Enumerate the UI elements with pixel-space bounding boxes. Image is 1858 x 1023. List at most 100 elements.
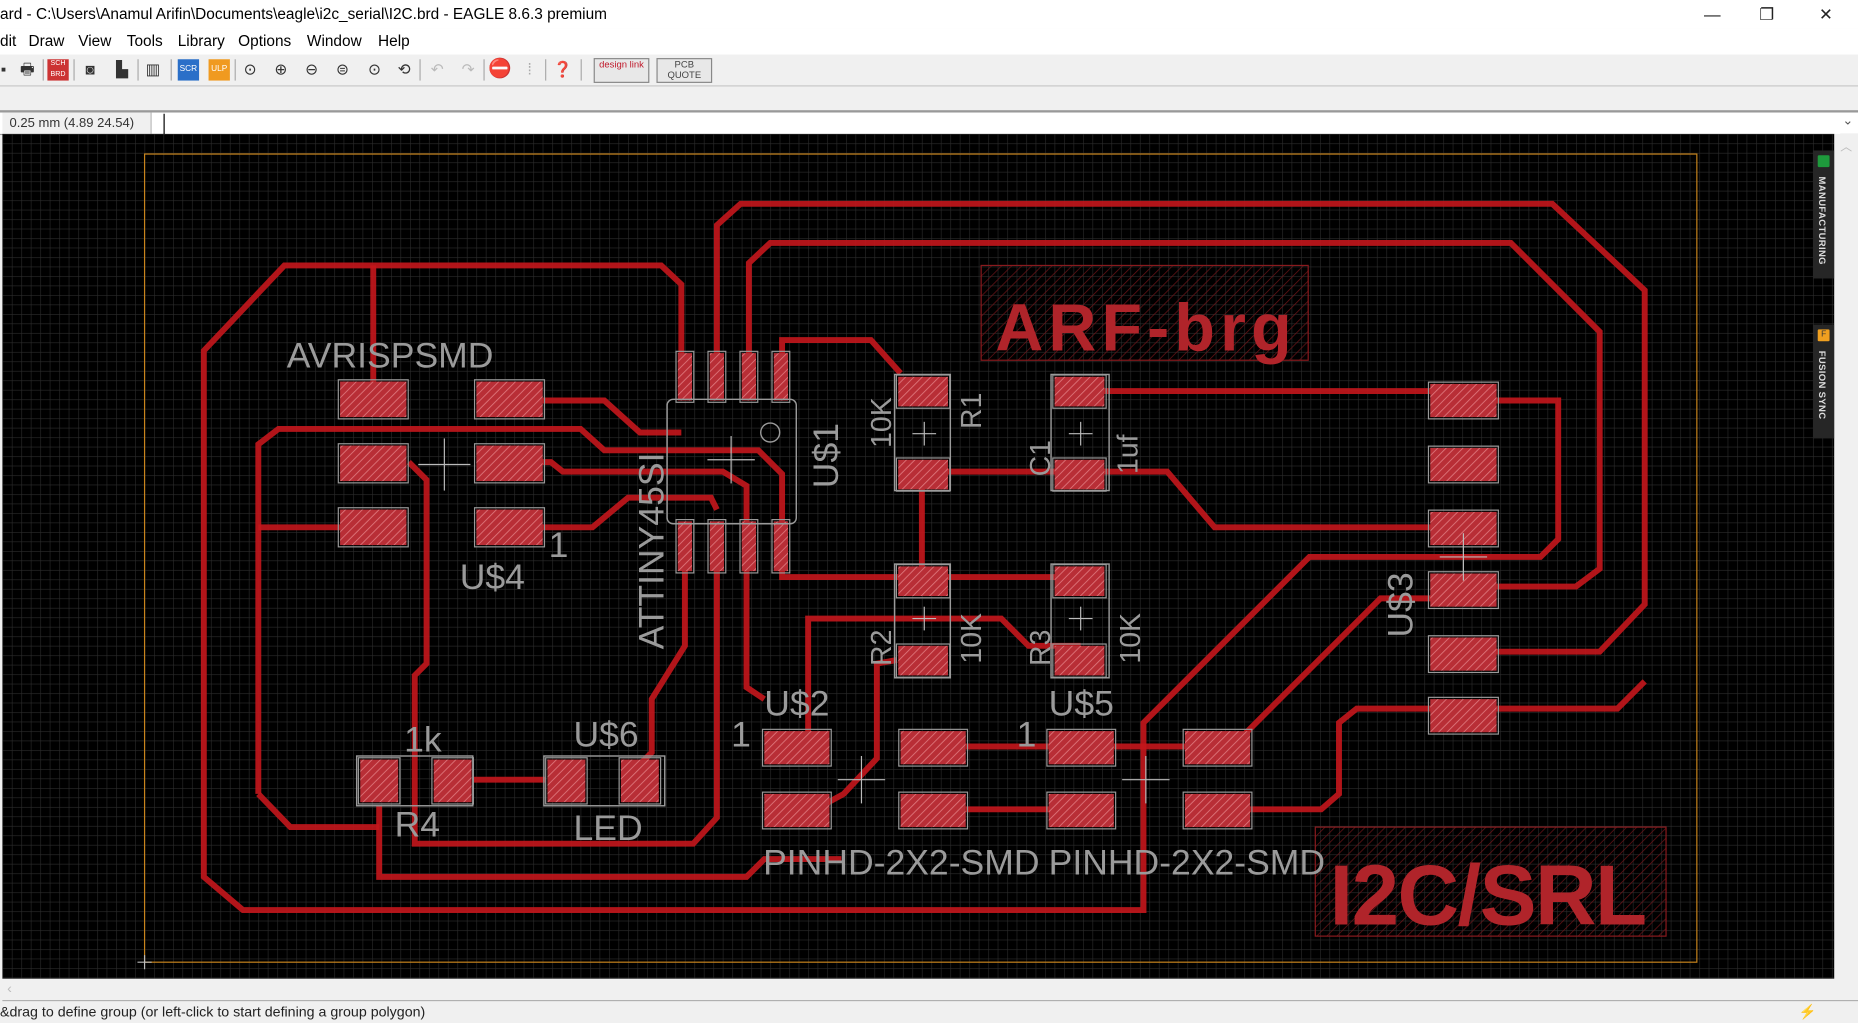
cam-icon[interactable]: ◙: [85, 60, 95, 79]
redo-icon[interactable]: ↷: [461, 60, 475, 79]
trace[interactable]: [779, 337, 903, 376]
trace[interactable]: [406, 460, 720, 847]
header-pad[interactable]: [764, 731, 830, 765]
zoom-fit-icon[interactable]: ⊙: [243, 60, 257, 79]
resistor-pad[interactable]: [1054, 459, 1105, 490]
trace[interactable]: [816, 657, 898, 811]
attiny-pin[interactable]: [773, 521, 788, 572]
menu-edit[interactable]: dit: [0, 31, 17, 50]
header-pad[interactable]: [764, 793, 830, 828]
trace[interactable]: [924, 468, 1464, 531]
stop-icon[interactable]: ⛔: [488, 59, 512, 80]
attiny-pin-outline: [707, 350, 727, 403]
us3-pad[interactable]: [1430, 699, 1497, 733]
label-r1: R1: [956, 393, 988, 429]
us3-pad[interactable]: [1430, 447, 1497, 482]
pcb-quote-button[interactable]: PCB QUOTE: [656, 58, 713, 83]
manufacturing-icon[interactable]: ▙: [116, 60, 128, 79]
menu-window[interactable]: Window: [306, 31, 362, 50]
menu-help[interactable]: Help: [377, 31, 410, 50]
trace[interactable]: [509, 459, 766, 702]
trace[interactable]: [509, 397, 682, 436]
undo-icon[interactable]: ↶: [430, 60, 444, 79]
horizontal-scrollbar[interactable]: ‹: [2, 978, 1858, 1002]
trace[interactable]: [256, 791, 380, 831]
attiny-pin[interactable]: [677, 353, 693, 401]
design-link-button[interactable]: design link: [593, 58, 650, 83]
board-canvas[interactable]: AVRISPSMD U$4 1 ATTINY45SI U$1 10K R1 C1…: [2, 133, 1835, 979]
avrisp-pad[interactable]: [340, 381, 407, 418]
zoom-out-icon[interactable]: ⊖: [305, 60, 319, 79]
attiny-pin[interactable]: [709, 353, 725, 401]
sch-brd-switch-icon[interactable]: SCH BRD: [47, 59, 69, 81]
us3-pad-outline: [1427, 381, 1499, 420]
layers-icon[interactable]: ▥: [145, 60, 161, 79]
vertical-scrollbar[interactable]: ︿: [1834, 133, 1858, 979]
avrisp-pad[interactable]: [340, 445, 407, 482]
print-icon[interactable]: 🖶: [19, 60, 35, 79]
header-pad[interactable]: [1048, 731, 1114, 765]
label-r1-value: 10K: [866, 397, 898, 448]
fusion-sync-tab[interactable]: F FUSION SYNC: [1812, 324, 1835, 439]
resistor-pad[interactable]: [1054, 376, 1105, 407]
us3-pad[interactable]: [1430, 637, 1497, 671]
header-pad[interactable]: [900, 731, 966, 765]
trace[interactable]: [1250, 679, 1647, 813]
menu-draw[interactable]: Draw: [28, 31, 65, 50]
command-input[interactable]: [163, 113, 1841, 136]
pcb-layout[interactable]: AVRISPSMD U$4 1 ATTINY45SI U$1 10K R1 C1…: [2, 133, 1835, 979]
menu-tools[interactable]: Tools: [126, 31, 163, 50]
avrisp-pad[interactable]: [340, 509, 407, 546]
trace[interactable]: [745, 239, 1603, 590]
manufacturing-tab[interactable]: MANUFACTURING: [1812, 150, 1835, 279]
label-led: LED: [574, 808, 643, 848]
resistor-pad[interactable]: [898, 459, 948, 490]
help-icon[interactable]: ❓: [553, 60, 573, 79]
attiny-pin[interactable]: [709, 521, 725, 572]
go-icon[interactable]: ⁞: [527, 60, 532, 79]
avrisp-pad[interactable]: [476, 381, 543, 418]
script-icon[interactable]: SCR: [177, 59, 200, 81]
smd-0805-pad[interactable]: [360, 759, 399, 803]
header-pad[interactable]: [1048, 793, 1114, 828]
header-pad[interactable]: [1184, 793, 1251, 828]
redraw-icon[interactable]: ⟲: [397, 60, 411, 79]
menu-library[interactable]: Library: [177, 31, 225, 50]
command-row: 0.25 mm (4.89 24.54) ⌄: [0, 112, 1858, 136]
trace[interactable]: [509, 494, 720, 531]
trace[interactable]: [713, 200, 1648, 655]
menu-view[interactable]: View: [78, 31, 112, 50]
trace[interactable]: [805, 615, 1081, 747]
menu-options[interactable]: Options: [238, 31, 292, 50]
attiny-pin[interactable]: [773, 353, 788, 401]
smd-0805-pad[interactable]: [547, 759, 586, 803]
close-button[interactable]: ✕: [1819, 4, 1833, 24]
resistor-pad[interactable]: [898, 376, 948, 407]
minimize-button[interactable]: —: [1703, 4, 1721, 24]
trace[interactable]: [376, 805, 842, 880]
attiny-pin[interactable]: [741, 521, 756, 572]
restore-button[interactable]: ❐: [1759, 4, 1775, 24]
resistor-pad[interactable]: [1054, 566, 1105, 597]
attiny-pin[interactable]: [741, 353, 756, 401]
attiny-pin-outline: [675, 519, 695, 574]
chevron-down-icon[interactable]: ⌄: [1842, 113, 1854, 128]
us3-pad[interactable]: [1430, 383, 1497, 418]
zoom-area-icon[interactable]: ⊙: [367, 60, 381, 79]
header-pad-outline: [898, 791, 969, 830]
avrisp-pad[interactable]: [476, 445, 543, 482]
resistor-pad[interactable]: [898, 566, 948, 597]
smd-0805-pad[interactable]: [433, 759, 472, 803]
zoom-select-icon[interactable]: ⊜: [335, 60, 349, 79]
smd-0805-pad[interactable]: [620, 759, 659, 803]
trace[interactable]: [200, 262, 1562, 914]
attiny-pin[interactable]: [677, 521, 693, 572]
header-pad[interactable]: [1184, 731, 1251, 765]
header-pad[interactable]: [900, 793, 966, 828]
zoom-in-icon[interactable]: ⊕: [274, 60, 288, 79]
resistor-pad[interactable]: [898, 645, 948, 676]
save-icon[interactable]: ▪: [0, 60, 7, 79]
ulp-icon[interactable]: ULP: [208, 59, 230, 81]
resistor-pad[interactable]: [1054, 645, 1105, 676]
avrisp-pad[interactable]: [476, 509, 543, 546]
